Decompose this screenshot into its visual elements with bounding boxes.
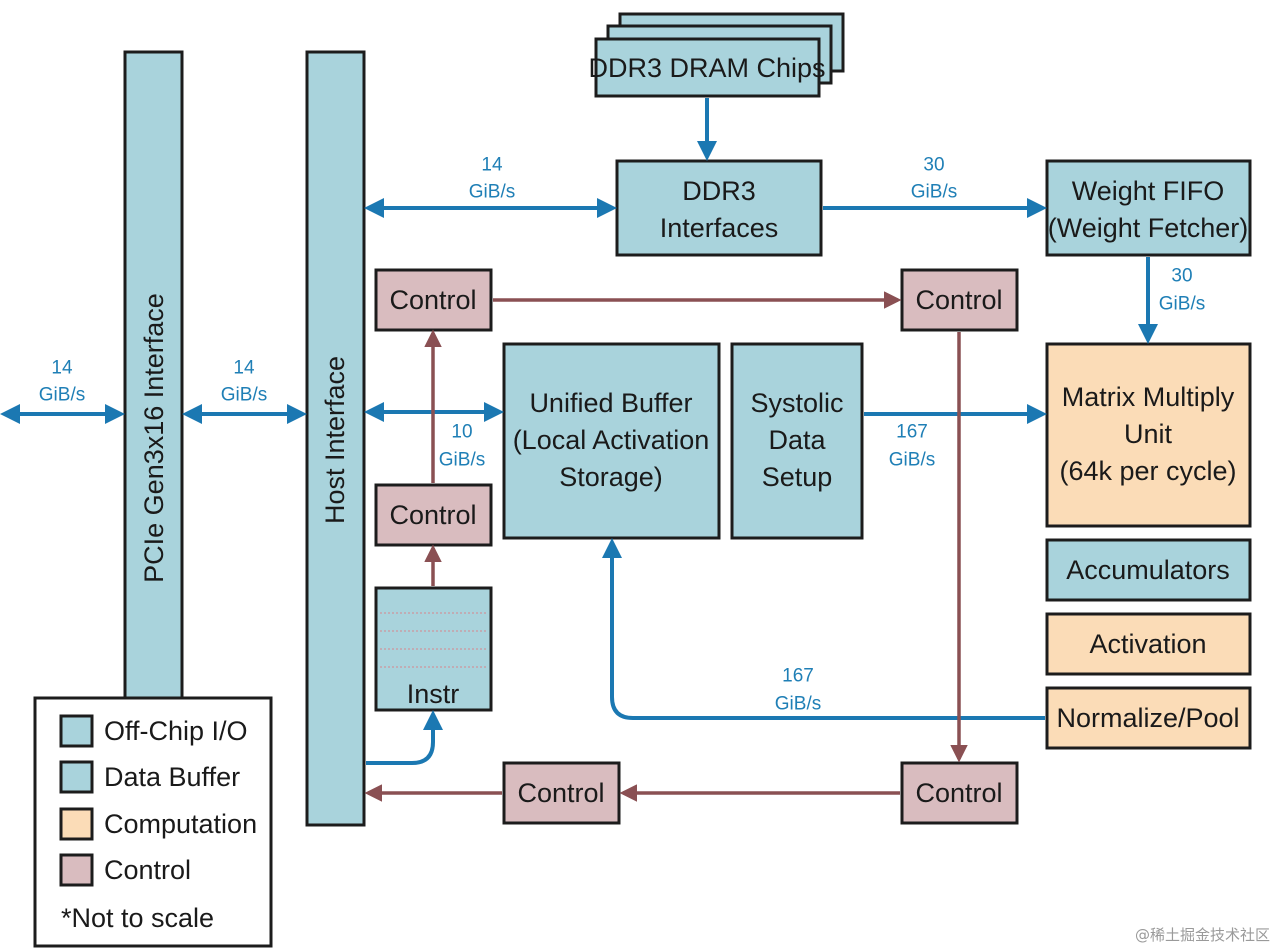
legend-swatch-control [59, 853, 94, 887]
legend-computation-label: Computation [104, 809, 257, 839]
systolic-label-3: Setup [762, 462, 833, 492]
unified-buffer-label-3: Storage) [559, 462, 663, 492]
ddr3-dram-chips-label: DDR3 DRAM Chips [588, 53, 825, 83]
rate-host-ub-num: 10 [451, 422, 472, 443]
normalize-pool-block: Normalize/Pool [1045, 686, 1252, 750]
legend-offchip-label: Off-Chip I/O [104, 716, 248, 746]
legend-swatch-databuffer [59, 760, 94, 794]
rate-host-ddr-unit: GiB/s [469, 182, 515, 203]
pcie-interface-label: PCIe Gen3x16 Interface [139, 293, 169, 583]
control-bottom-right-label: Control [915, 778, 1002, 808]
ddr3-interfaces-label-1: DDR3 [682, 176, 756, 206]
pcie-interface-block: PCIe Gen3x16 Interface [123, 50, 184, 827]
legend-swatch-computation [59, 807, 94, 841]
control-mid: Control [374, 483, 493, 547]
host-interface-block: Host Interface [305, 50, 366, 827]
control-top-right: Control [900, 268, 1019, 332]
unified-buffer-label-1: Unified Buffer [529, 388, 692, 418]
arrow-normalize-unified [602, 538, 1045, 720]
systolic-label-2: Data [768, 425, 826, 455]
mmu-label-1: Matrix Multiply [1062, 382, 1235, 412]
rate-pcie-host-unit: GiB/s [221, 385, 267, 406]
normalize-pool-label: Normalize/Pool [1056, 703, 1239, 733]
rate-sys-mmu-unit: GiB/s [889, 450, 935, 471]
ddr3-interfaces-block: DDR3 Interfaces [615, 159, 823, 257]
rate-pcie-host-num: 14 [233, 358, 255, 379]
rate-fifo-mmu-num: 30 [1171, 266, 1192, 287]
systolic-data-setup-block: Systolic Data Setup [730, 342, 864, 540]
rate-host-ub-unit: GiB/s [439, 450, 485, 471]
instr-block: Instr [374, 586, 493, 712]
rate-fifo-mmu-unit: GiB/s [1159, 294, 1205, 315]
control-bottom-mid-label: Control [517, 778, 604, 808]
weight-fifo-label-2: (Weight Fetcher) [1048, 213, 1249, 243]
weight-fifo-label-1: Weight FIFO [1072, 176, 1225, 206]
accumulators-label: Accumulators [1066, 555, 1230, 585]
ddr3-dram-chips: DDR3 DRAM Chips [588, 12, 845, 98]
activation-block: Activation [1045, 612, 1252, 676]
accumulators-block: Accumulators [1045, 538, 1252, 602]
rate-ddr-fifo-num: 30 [923, 155, 944, 176]
rate-sys-mmu-num: 167 [896, 422, 928, 443]
control-bottom-right: Control [900, 761, 1019, 825]
control-top-left: Control [374, 268, 493, 332]
legend-databuffer-label: Data Buffer [104, 762, 240, 792]
control-bottom-mid: Control [502, 761, 621, 825]
weight-fifo-block: Weight FIFO (Weight Fetcher) [1045, 159, 1252, 257]
mmu-label-3: (64k per cycle) [1059, 456, 1236, 486]
watermark: @稀土掘金技术社区 [1135, 926, 1270, 944]
rate-norm-ub-unit: GiB/s [775, 694, 821, 715]
rate-ext-num: 14 [51, 358, 73, 379]
control-mid-label: Control [389, 500, 476, 530]
host-interface-label: Host Interface [320, 356, 350, 524]
control-top-left-label: Control [389, 285, 476, 315]
legend: Off-Chip I/O Data Buffer Computation Con… [33, 696, 273, 948]
arrow-host-instr [366, 710, 443, 765]
systolic-label-1: Systolic [750, 388, 843, 418]
legend-swatch-offchip [59, 714, 94, 748]
rate-ext-unit: GiB/s [39, 385, 85, 406]
legend-note: *Not to scale [61, 903, 214, 933]
ddr3-interfaces-label-2: Interfaces [660, 213, 779, 243]
activation-label: Activation [1089, 629, 1206, 659]
rate-ddr-fifo-unit: GiB/s [911, 182, 957, 203]
rate-host-ddr-num: 14 [481, 155, 503, 176]
unified-buffer-label-2: (Local Activation [513, 425, 710, 455]
unified-buffer-block: Unified Buffer (Local Activation Storage… [502, 342, 721, 540]
control-top-right-label: Control [915, 285, 1002, 315]
instr-label: Instr [407, 679, 460, 709]
legend-control-label: Control [104, 855, 191, 885]
matrix-multiply-unit-block: Matrix Multiply Unit (64k per cycle) [1045, 342, 1252, 528]
rate-norm-ub-num: 167 [782, 666, 814, 687]
mmu-label-2: Unit [1124, 419, 1173, 449]
